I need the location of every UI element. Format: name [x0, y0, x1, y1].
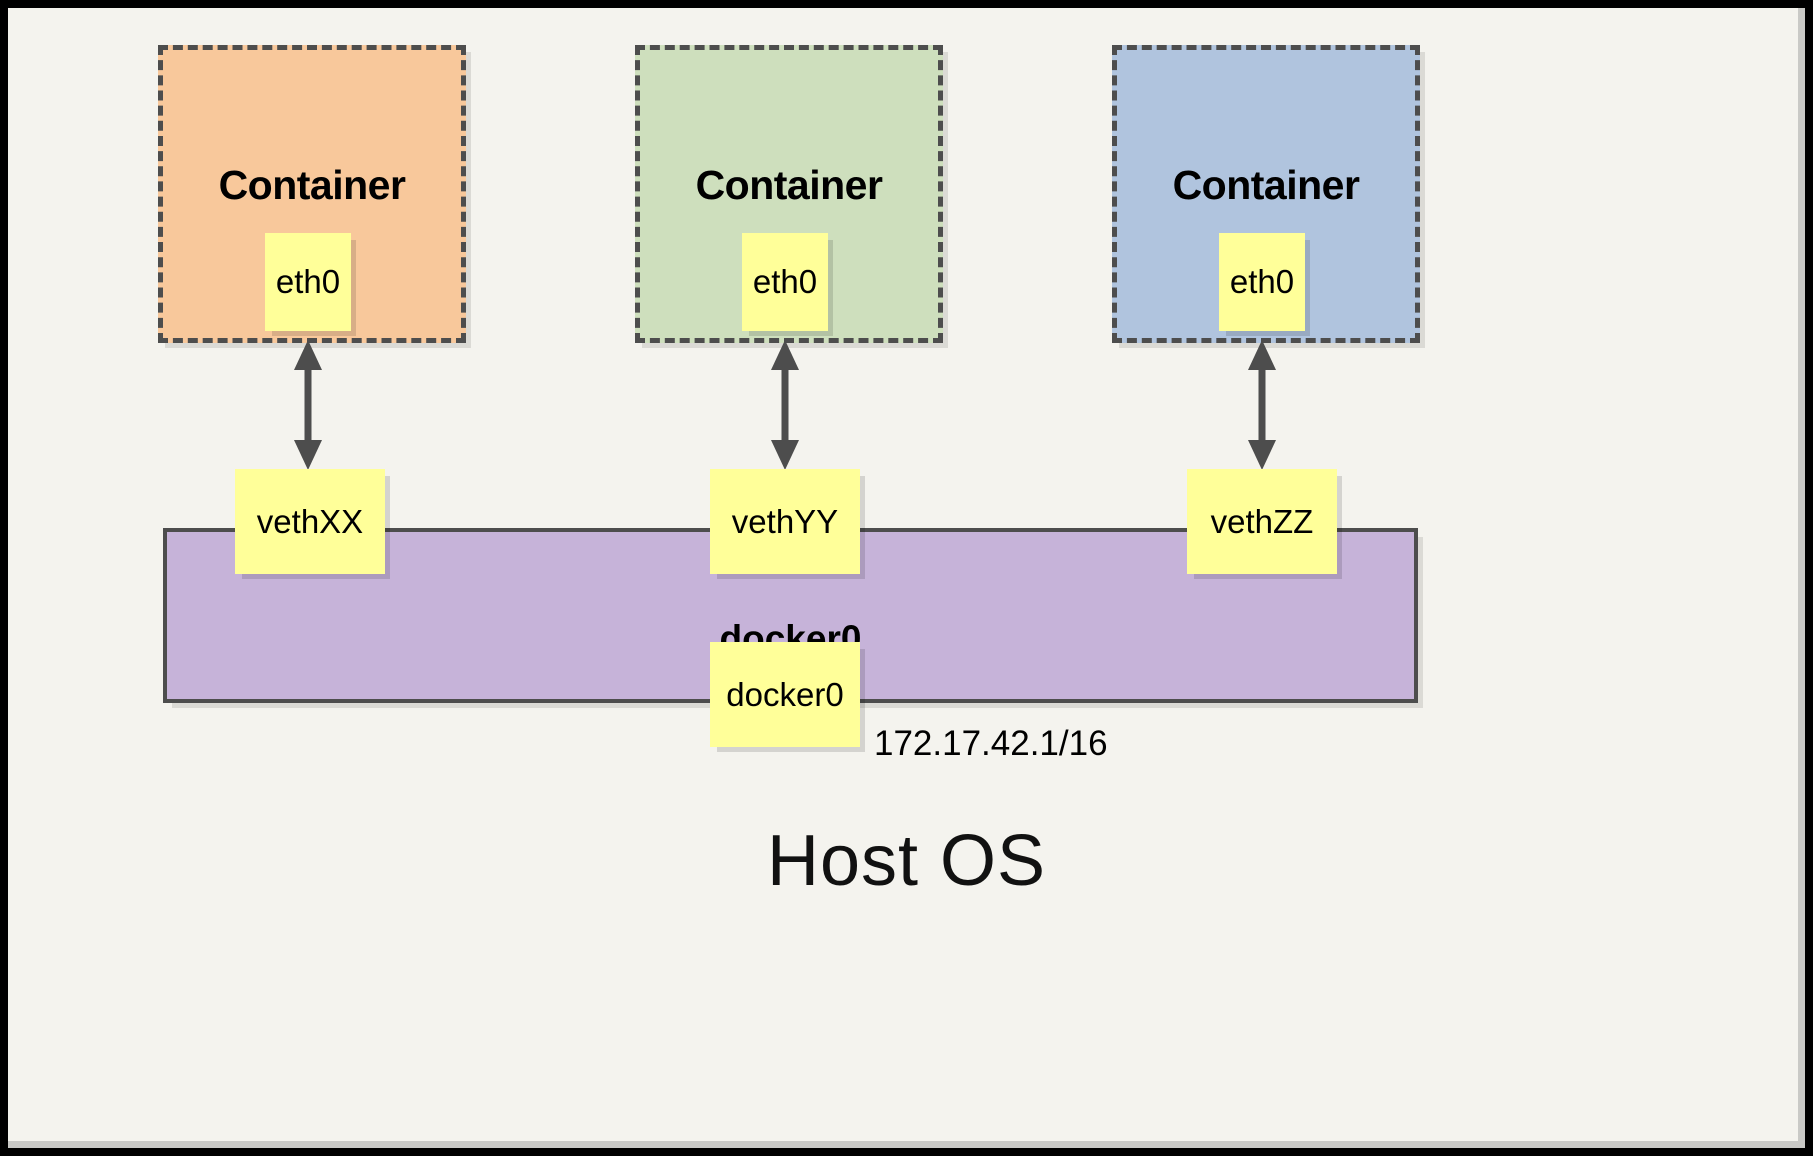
container-eth0-2: eth0 — [742, 233, 828, 331]
link-arrow-2 — [771, 340, 799, 470]
link-arrow-1 — [294, 340, 322, 470]
container-eth0-3: eth0 — [1219, 233, 1305, 331]
docker0-port-box: docker0 — [710, 642, 860, 747]
container-title-1: Container — [218, 162, 406, 208]
container-box-3: Container — [1112, 45, 1420, 343]
container-eth0-1: eth0 — [265, 233, 351, 331]
docker0-ip-label: 172.17.42.1/16 — [874, 724, 1108, 763]
container-title-3: Container — [1172, 162, 1360, 208]
veth-box-1: vethXX — [235, 469, 385, 574]
container-title-2: Container — [695, 162, 883, 208]
diagram-panel: Container eth0 vethXX Container eth0 vet… — [8, 8, 1805, 1148]
host-os-label: Host OS — [766, 821, 1047, 901]
diagram-stage: Container eth0 vethXX Container eth0 vet… — [8, 8, 1805, 1148]
veth-box-2: vethYY — [710, 469, 860, 574]
veth-box-3: vethZZ — [1187, 469, 1337, 574]
link-arrow-3 — [1248, 340, 1276, 470]
